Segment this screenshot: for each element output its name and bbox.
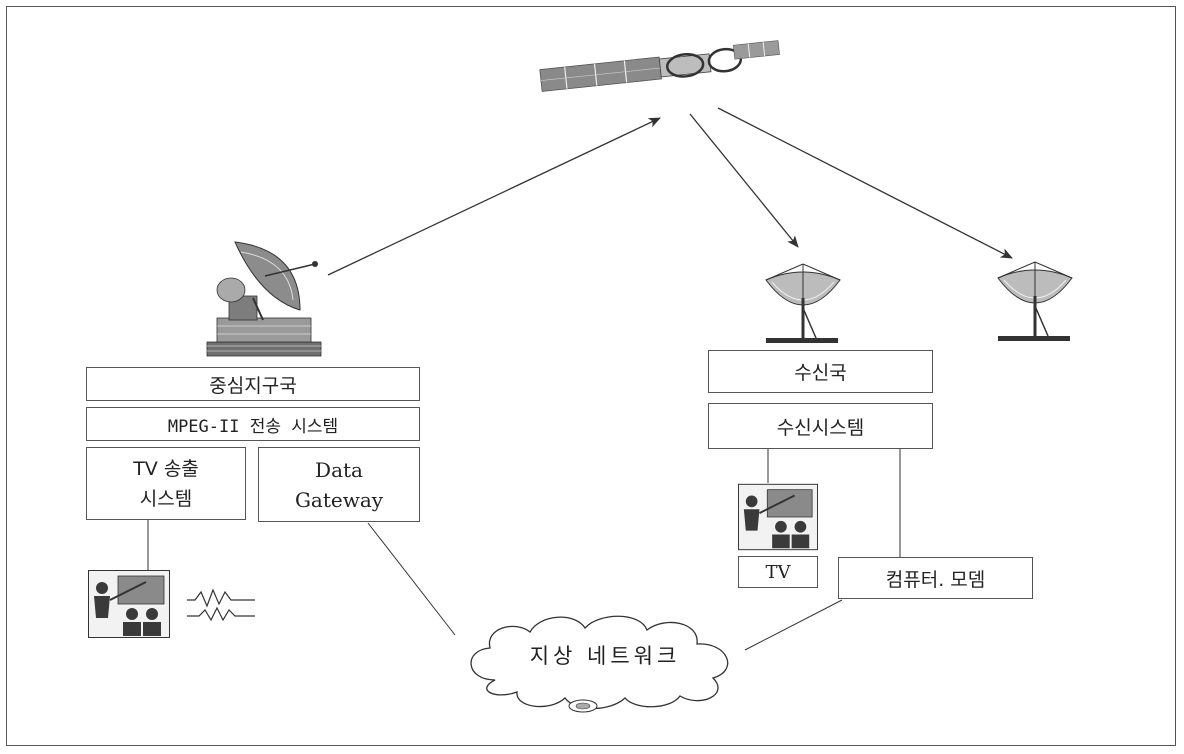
receive-dish-icon [765,263,841,343]
data-gateway-box: Data Gateway [258,447,420,522]
mpeg-system-box: MPEG-II 전송 시스템 [86,407,420,441]
uplink-dish-icon [206,241,322,357]
signal-wave-icon [187,588,255,622]
receiving-station-box: 수신국 [708,350,933,393]
central-station-box: 중심지구국 [86,367,420,401]
network-to-modem-line [744,599,843,651]
diagram-frame [6,6,1176,746]
terrestrial-network-label: 지상 네트워크 [529,644,681,668]
downlink-arrow-2 [717,107,1013,259]
tv-box: TV [738,556,818,588]
tv-label: TV [765,561,791,583]
tv-broadcast-system-label: TV 송출 시스템 [133,457,199,510]
satellite-icon [539,40,780,92]
gateway-to-network-line [367,522,456,636]
downlink-arrow-1 [689,113,799,248]
teacher-classroom-icon [738,483,818,551]
receive-dish-icon [997,261,1073,341]
mpeg-system-label: MPEG-II 전송 시스템 [167,416,339,437]
receiving-station-label: 수신국 [794,362,847,384]
uplink-arrow [327,117,661,276]
tv-broadcast-system-box: TV 송출 시스템 [86,447,246,520]
computer-modem-label: 컴퓨터. 모뎀 [885,568,986,591]
receiving-system-label: 수신시스템 [776,416,865,439]
teacher-classroom-icon [88,570,170,638]
data-gateway-label: Data Gateway [294,457,384,512]
central-station-label: 중심지구국 [209,374,297,397]
computer-modem-box: 컴퓨터. 모뎀 [838,557,1033,599]
cloud-icon [470,615,729,713]
receiving-system-box: 수신시스템 [708,403,933,449]
